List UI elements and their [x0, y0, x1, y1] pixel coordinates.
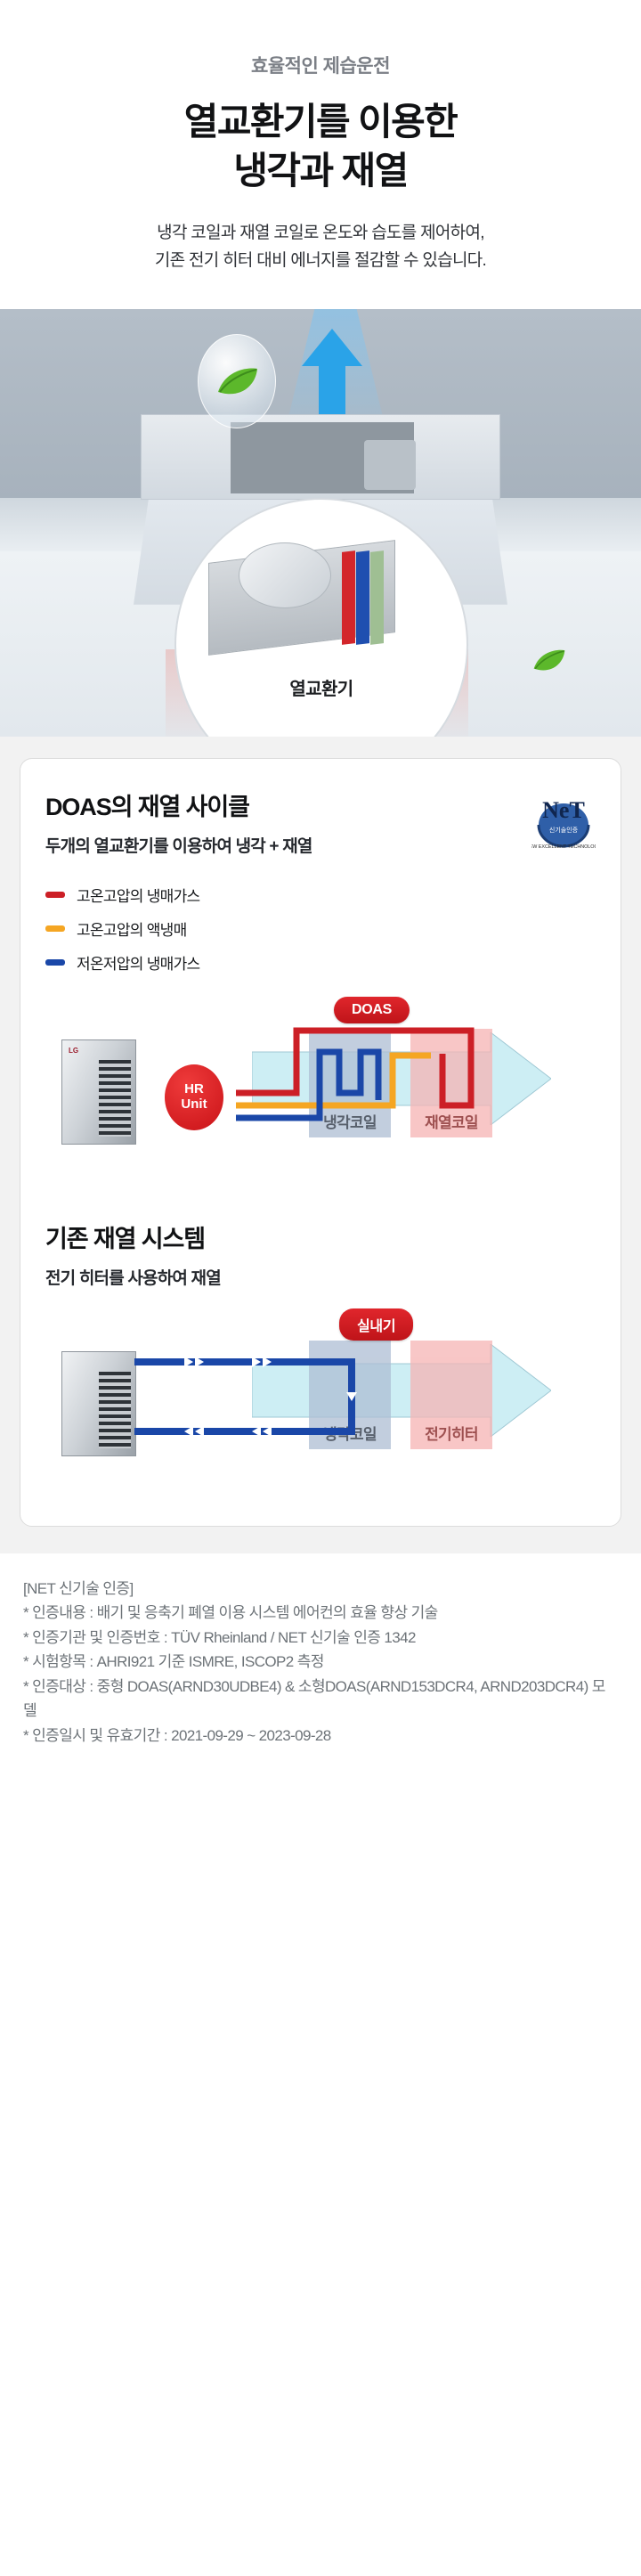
doas-badge: DOAS — [334, 996, 410, 1023]
reheat-coil-label: 재열코일 — [425, 1113, 478, 1131]
floating-leaf-icon — [533, 649, 565, 671]
hx-fin-red — [342, 550, 355, 645]
hx-fin-green — [370, 550, 384, 645]
legend-label-hot-gas: 고온고압의 냉매가스 — [77, 887, 200, 905]
hero-illustration: 열교환기 — [0, 308, 641, 737]
legend-swatch-hot-gas — [45, 891, 65, 898]
eco-bubble — [198, 333, 276, 428]
outdoor-unit-grille — [99, 1059, 131, 1137]
outdoor-unit: LG — [61, 1039, 136, 1145]
card-subtitle: 두개의 열교환기를 이용하여 냉각 + 재열 — [45, 836, 312, 856]
legacy-outdoor-unit-grille — [99, 1371, 131, 1448]
card-title: DOAS의 재열 사이클 — [45, 793, 250, 820]
legacy-system-title: 기존 재열 시스템 — [45, 1225, 206, 1252]
legend-swatch-liquid — [45, 925, 65, 932]
headline-line-2: 냉각과 재열 — [233, 149, 409, 192]
legacy-outdoor-unit — [61, 1350, 136, 1456]
refrigerant-legend: 고온고압의 냉매가스 고온고압의 액냉매 저온저압의 냉매가스 — [45, 884, 596, 974]
ceiling-cassette-unit — [141, 413, 500, 500]
lede-line-1: 냉각 코일과 재열 코일로 온도와 습도를 제어하여, — [157, 224, 484, 243]
footer-heading: [NET 신기술 인증] — [23, 1579, 134, 1597]
lg-logo: LG — [69, 1046, 79, 1055]
cool-air-up-arrow-icon — [302, 328, 362, 423]
electric-heater-box: 전기히터 — [410, 1340, 492, 1449]
legend-item: 고온고압의 액냉매 — [45, 917, 596, 940]
hero-description: 냉각 코일과 재열 코일로 온도와 습도를 제어하여, 기존 전기 히터 대비 … — [36, 220, 605, 275]
footer-cert-period: * 인증일시 및 유효기간 : 2021-09-29 ~ 2023-09-28 — [23, 1726, 331, 1744]
svg-text:신기술인증: 신기술인증 — [549, 826, 579, 834]
svg-text:NEW EXCELLENT TECHNOLOGY: NEW EXCELLENT TECHNOLOGY — [531, 844, 596, 850]
card-header: DOAS의 재열 사이클 두개의 열교환기를 이용하여 냉각 + 재열 NeT … — [45, 787, 602, 857]
doas-cycle-diagram: DOAS 냉각코일 재열코일 LG — [45, 996, 596, 1189]
footer-cert-body: * 인증기관 및 인증번호 : TÜV Rheinland / NET 신기술 … — [23, 1628, 416, 1646]
cooling-coil-label: 냉각코일 — [323, 1113, 377, 1131]
reheat-coil-box: 재열코일 — [410, 1028, 492, 1137]
legacy-piping — [134, 1356, 357, 1437]
footer-cert-content: * 인증내용 : 배기 및 응축기 폐열 이용 시스템 에어컨의 효율 향상 기… — [23, 1604, 438, 1622]
hx-fin-blue — [356, 550, 369, 645]
heat-exchanger-drawing — [208, 537, 438, 656]
hero-text-block: 효율적인 제습운전 열교환기를 이용한 냉각과 재열 냉각 코일과 재열 코일로… — [0, 0, 641, 275]
leaf-icon — [218, 368, 257, 395]
footer-cert-target: * 인증대상 : 중형 DOAS(ARND30UDBE4) & 소형DOAS(A… — [23, 1677, 605, 1720]
legend-swatch-cold-gas — [45, 958, 65, 966]
cassette-grille — [231, 421, 416, 493]
diagram-card: DOAS의 재열 사이클 두개의 열교환기를 이용하여 냉각 + 재열 NeT … — [20, 757, 621, 1527]
page-title: 열교환기를 이용한 냉각과 재열 — [36, 98, 605, 195]
indoor-unit-badge: 실내기 — [339, 1308, 414, 1341]
electric-heater-label: 전기히터 — [425, 1425, 478, 1443]
footer-test-items: * 시험항목 : AHRI921 기준 ISMRE, ISCOP2 측정 — [23, 1653, 324, 1671]
heat-exchanger-label: 열교환기 — [289, 679, 353, 699]
svg-text:NeT: NeT — [542, 797, 585, 823]
cassette-center-vent — [364, 439, 416, 490]
legacy-system-subtitle: 전기 히터를 사용하여 재열 — [45, 1268, 222, 1288]
certification-footer: [NET 신기술 인증] * 인증내용 : 배기 및 응축기 폐열 이용 시스템… — [0, 1553, 641, 1775]
legacy-system-diagram: 실내기 냉각코일 전기히터 — [45, 1308, 596, 1496]
legend-label-cold-gas: 저온저압의 냉매가스 — [77, 955, 200, 973]
legend-label-liquid: 고온고압의 액냉매 — [77, 921, 187, 939]
legend-item: 저온저압의 냉매가스 — [45, 951, 596, 974]
refrigerant-piping — [236, 1027, 475, 1121]
eyebrow-text: 효율적인 제습운전 — [251, 56, 390, 77]
net-certification-badge-icon: NeT 신기술인증 NEW EXCELLENT TECHNOLOGY — [526, 787, 602, 852]
headline-line-1: 열교환기를 이용한 — [183, 101, 458, 143]
card-header-text: DOAS의 재열 사이클 두개의 열교환기를 이용하여 냉각 + 재열 — [45, 787, 312, 857]
heat-exchanger-callout: 열교환기 — [174, 497, 468, 737]
legend-item: 고온고압의 냉매가스 — [45, 884, 596, 906]
lede-line-2: 기존 전기 히터 대비 에너지를 절감할 수 있습니다. — [154, 250, 487, 270]
diagram-section: DOAS의 재열 사이클 두개의 열교환기를 이용하여 냉각 + 재열 NeT … — [0, 736, 641, 1553]
hx-fan-drum — [239, 542, 331, 608]
